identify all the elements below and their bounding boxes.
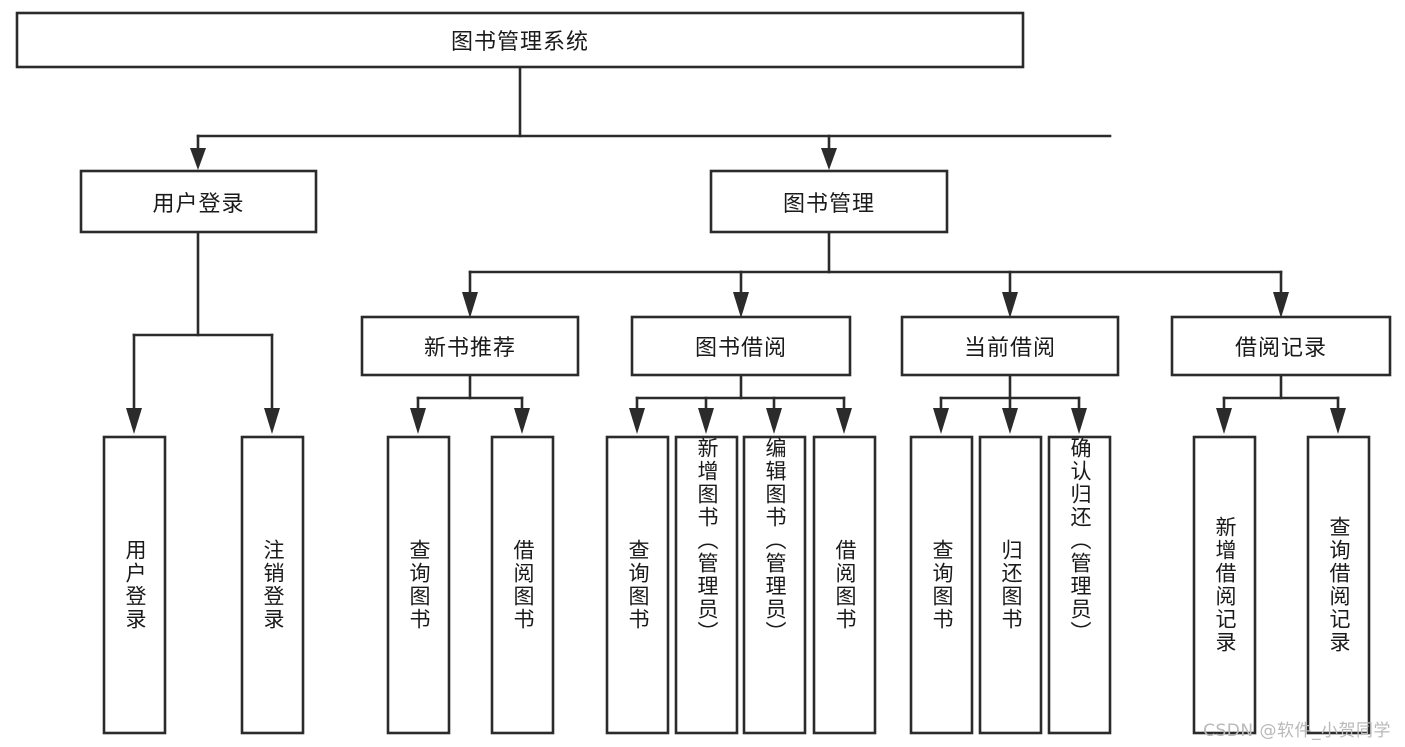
connector-root-to-level1: [190, 65, 1112, 170]
leaf-box-user-login-2[interactable]: [240, 435, 305, 735]
node-root[interactable]: [15, 11, 1025, 69]
leaf-box-new-book-2[interactable]: [490, 435, 555, 735]
connector-newbook-to-leaves: [410, 373, 530, 434]
connector-bookmgmt-to-level2: [462, 230, 1289, 318]
leaf-box-book-borrow-2[interactable]: [674, 435, 739, 735]
connector-currentborrow-to-leaves: [933, 373, 1087, 434]
leaf-box-current-borrow-2[interactable]: [978, 435, 1043, 735]
leaf-box-borrow-record-1[interactable]: [1192, 435, 1257, 735]
leaf-box-user-login-1[interactable]: [102, 435, 167, 735]
connector-userlogin-to-leaves: [126, 230, 280, 434]
leaf-box-current-borrow-1[interactable]: [909, 435, 974, 735]
node-new-book-recommend[interactable]: [360, 315, 580, 377]
leaf-box-book-borrow-1[interactable]: [605, 435, 670, 735]
node-book-management[interactable]: [709, 169, 949, 234]
connector-borrowrecord-to-leaves: [1216, 373, 1346, 434]
leaf-box-book-borrow-4[interactable]: [812, 435, 877, 735]
leaf-box-new-book-1[interactable]: [386, 435, 451, 735]
node-book-borrow[interactable]: [630, 315, 852, 377]
leaf-box-borrow-record-2[interactable]: [1306, 435, 1371, 735]
watermark-text: CSDN @软件_小贺同学: [1203, 721, 1391, 741]
leaf-box-current-borrow-3[interactable]: [1047, 435, 1112, 735]
node-user-login[interactable]: [79, 169, 318, 234]
leaf-box-book-borrow-3[interactable]: [742, 435, 807, 735]
node-current-borrow[interactable]: [900, 315, 1120, 377]
node-borrow-record[interactable]: [1170, 315, 1392, 377]
connector-bookborrow-to-leaves: [629, 373, 852, 434]
